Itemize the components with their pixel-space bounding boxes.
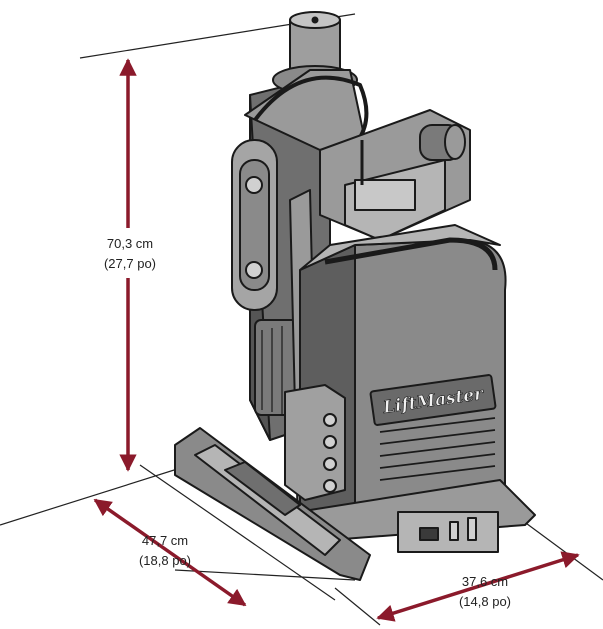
bracket-slot bbox=[224, 461, 301, 516]
depth-metric-label: 47,7 cm bbox=[142, 533, 188, 548]
switch-box bbox=[397, 511, 499, 553]
width-imperial-label: (14,8 po) bbox=[459, 594, 511, 609]
release-cable-loop bbox=[253, 75, 369, 147]
vent-slot-4 bbox=[379, 453, 496, 469]
terminal-screw-4 bbox=[323, 479, 337, 493]
main-housing-front bbox=[354, 239, 507, 506]
depth-arrow bbox=[93, 498, 247, 607]
operator-illustration: LiftMaster bbox=[174, 11, 536, 581]
vent-slot-3 bbox=[379, 441, 496, 457]
vent-slots bbox=[379, 417, 496, 481]
height-label-bg bbox=[62, 228, 180, 278]
output-shaft-hole bbox=[311, 16, 319, 24]
height-metric-label: 70,3 cm bbox=[107, 236, 153, 251]
clutch-bolt-top bbox=[245, 176, 263, 194]
limit-switch-box bbox=[354, 179, 416, 211]
terminal-screw-1 bbox=[323, 413, 337, 427]
width-arrow bbox=[376, 551, 580, 622]
clutch-bolt-bottom bbox=[245, 261, 263, 279]
height-imperial-label: (27,7 po) bbox=[104, 256, 156, 271]
clutch-plate-inner bbox=[239, 159, 270, 291]
bracket-arm bbox=[244, 69, 366, 151]
switch-box-slot-1 bbox=[449, 521, 459, 541]
width-metric-label: 37,6 cm bbox=[462, 574, 508, 589]
bottom-left-guide-line bbox=[0, 464, 191, 526]
vent-slot-2 bbox=[379, 429, 496, 445]
switch-box-slot-2 bbox=[467, 517, 477, 541]
housing-handle bbox=[324, 237, 498, 271]
vent-slot-1 bbox=[379, 417, 496, 433]
right-guide-line bbox=[514, 514, 603, 581]
depth-imperial-label: (18,8 po) bbox=[139, 553, 191, 568]
vent-slot-5 bbox=[379, 465, 496, 481]
bottom-right-guide-line bbox=[334, 587, 381, 626]
capacitor-end bbox=[444, 124, 466, 160]
power-switch bbox=[419, 527, 439, 541]
dimension-labels: 70,3 cm (27,7 po) 47,7 cm (18,8 po) 37,6… bbox=[62, 228, 511, 609]
logo-plate bbox=[369, 374, 497, 426]
terminal-screw-2 bbox=[323, 435, 337, 449]
terminal-screw-3 bbox=[323, 457, 337, 471]
main-housing-top bbox=[299, 224, 501, 271]
